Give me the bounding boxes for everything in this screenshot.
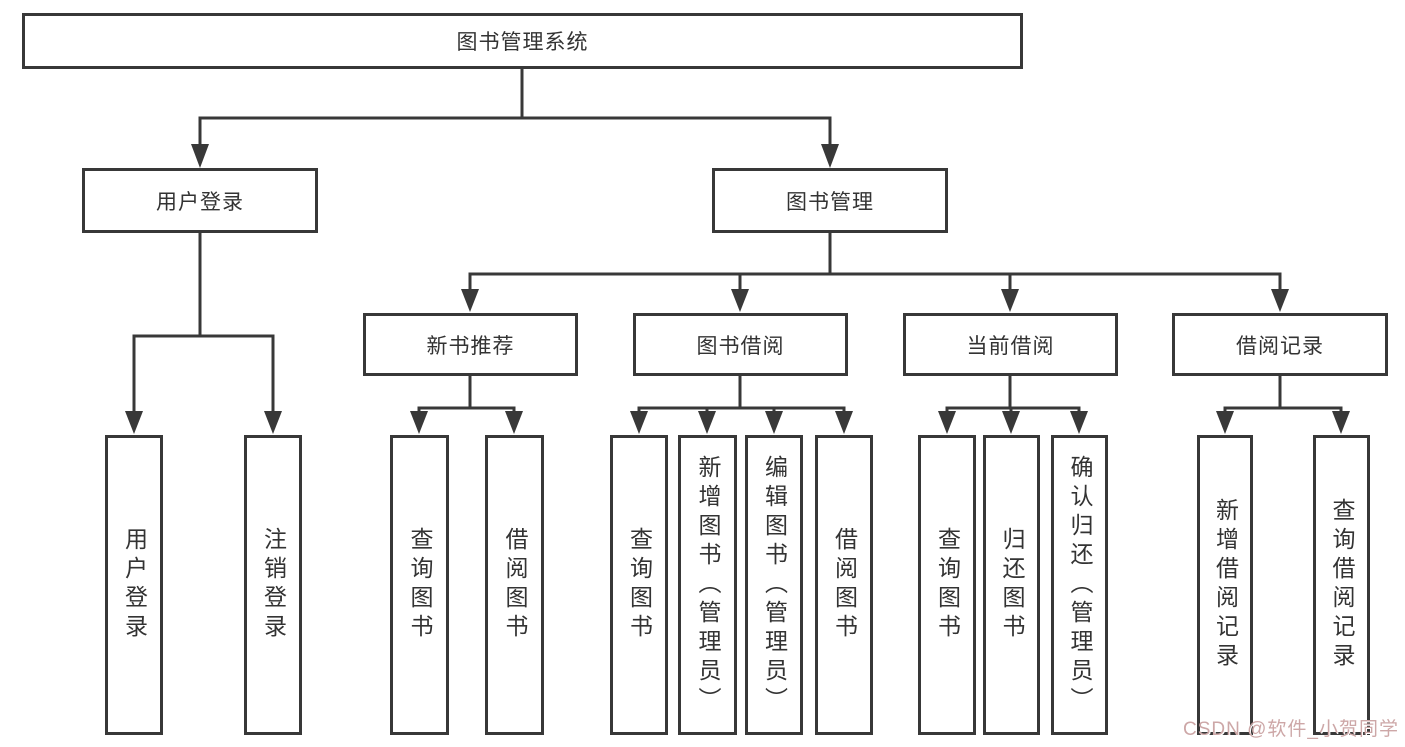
node-user-login: 用户登录 [82, 168, 318, 233]
leaf-borrow-query-books-label: 查询图书 [626, 527, 653, 643]
leaf-user-login: 用户登录 [105, 435, 163, 735]
leaf-current-return-books-label: 归还图书 [999, 527, 1025, 643]
node-root-label: 图书管理系统 [456, 31, 589, 54]
leaf-recommend-query-books: 查询图书 [390, 435, 449, 735]
node-borrow-records-label: 借阅记录 [1236, 334, 1324, 358]
leaf-current-confirm-return-admin-label: 确认归还（管理员） [1067, 454, 1093, 716]
node-book-management-label: 图书管理 [786, 190, 874, 214]
node-root: 图书管理系统 [22, 13, 1023, 69]
node-new-book-recommend-label: 新书推荐 [426, 334, 515, 358]
node-user-login-label: 用户登录 [156, 190, 244, 214]
leaf-recommend-borrow-books-label: 借阅图书 [502, 527, 528, 643]
leaf-current-query-books: 查询图书 [918, 435, 976, 735]
leaf-current-return-books: 归还图书 [983, 435, 1040, 735]
node-book-management: 图书管理 [712, 168, 948, 233]
leaf-records-query-record-label: 查询借阅记录 [1329, 498, 1355, 672]
leaf-logout-label: 注销登录 [260, 527, 287, 643]
node-book-borrow: 图书借阅 [633, 313, 848, 376]
leaf-borrow-add-books-admin: 新增图书（管理员） [678, 435, 737, 735]
leaf-borrow-add-books-admin-label: 新增图书（管理员） [695, 454, 721, 716]
node-borrow-records: 借阅记录 [1172, 313, 1388, 376]
leaf-borrow-query-books: 查询图书 [610, 435, 668, 735]
node-current-borrow-label: 当前借阅 [966, 334, 1055, 358]
leaf-borrow-edit-books-admin-label: 编辑图书（管理员） [761, 454, 788, 716]
leaf-records-add-record-label: 新增借阅记录 [1212, 498, 1239, 672]
leaf-borrow-edit-books-admin: 编辑图书（管理员） [745, 435, 803, 735]
node-current-borrow: 当前借阅 [903, 313, 1118, 376]
leaf-user-login-label: 用户登录 [121, 527, 148, 643]
leaf-recommend-borrow-books: 借阅图书 [485, 435, 544, 735]
leaf-borrow-borrow-books: 借阅图书 [815, 435, 873, 735]
leaf-recommend-query-books-label: 查询图书 [407, 527, 433, 643]
leaf-current-query-books-label: 查询图书 [934, 527, 961, 643]
leaf-current-confirm-return-admin: 确认归还（管理员） [1051, 435, 1108, 735]
leaf-records-add-record: 新增借阅记录 [1197, 435, 1253, 735]
node-new-book-recommend: 新书推荐 [363, 313, 578, 376]
leaf-borrow-borrow-books-label: 借阅图书 [831, 527, 858, 643]
csdn-watermark: CSDN @软件_小贺同学 [1183, 719, 1399, 740]
leaf-records-query-record: 查询借阅记录 [1313, 435, 1370, 735]
leaf-logout: 注销登录 [244, 435, 302, 735]
node-book-borrow-label: 图书借阅 [696, 334, 785, 358]
